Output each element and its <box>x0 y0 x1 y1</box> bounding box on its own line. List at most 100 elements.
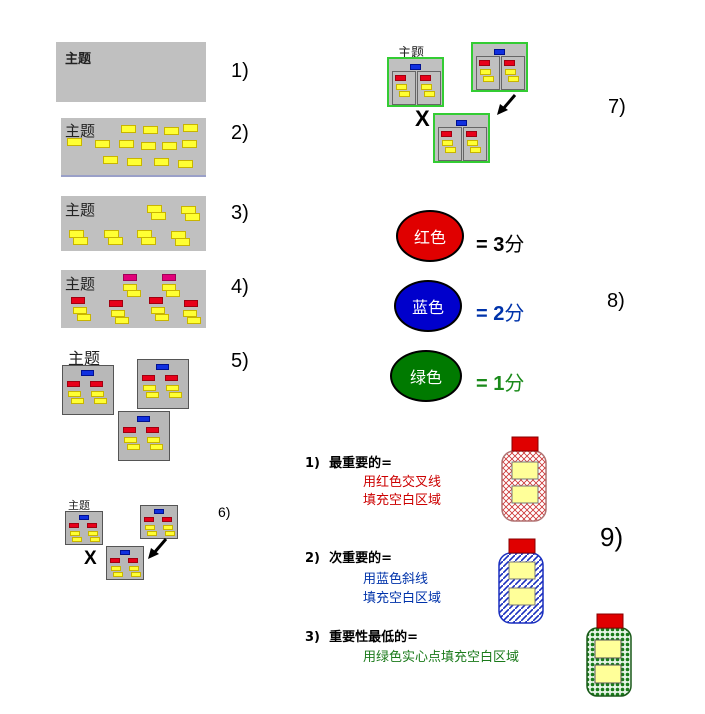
blue-score: = 2分 <box>476 297 524 326</box>
note <box>150 444 163 450</box>
red-score: = 3分 <box>476 228 524 257</box>
group-box <box>65 511 103 545</box>
red-crosshatch-stack <box>501 436 547 522</box>
equals-sign: = <box>476 373 494 395</box>
points: 3 <box>493 234 505 256</box>
note <box>185 213 200 221</box>
panel-title: 主题 <box>65 52 92 67</box>
priority-2-heading: 2) 次重要的= <box>305 547 392 566</box>
header-card <box>154 509 164 514</box>
note <box>94 398 107 404</box>
green-dotted-stack <box>586 613 632 697</box>
step4-panel: 主题 <box>61 270 206 328</box>
note <box>470 147 481 153</box>
equals-sign: = <box>476 234 494 256</box>
note <box>127 290 141 297</box>
unit: 分 <box>504 371 525 395</box>
note <box>508 76 519 82</box>
category-card <box>504 60 515 66</box>
note <box>166 290 180 297</box>
note <box>183 124 198 132</box>
unit: 分 <box>504 232 525 256</box>
note <box>165 531 175 536</box>
header-card <box>81 370 94 376</box>
step3-panel: 主题 <box>61 196 206 251</box>
subgroup <box>417 71 441 105</box>
note <box>151 307 165 314</box>
points: 2 <box>493 303 505 325</box>
group-box <box>106 546 144 580</box>
note <box>163 525 173 530</box>
note <box>424 91 435 97</box>
header-card <box>456 120 467 126</box>
note <box>73 307 87 314</box>
header-card <box>156 364 169 370</box>
priority-2-line2: 填充空白区域 <box>363 591 442 606</box>
note <box>88 531 98 536</box>
note <box>73 237 88 245</box>
priority-3-line1: 用绿色实心点填充空白区域 <box>363 650 520 665</box>
step1-panel: 主题 <box>56 42 206 102</box>
step-label-1: 1) <box>231 60 249 82</box>
note <box>111 310 125 317</box>
note <box>164 127 179 135</box>
note <box>467 140 478 146</box>
note <box>131 572 141 577</box>
category-card <box>395 75 406 81</box>
green-score: = 1分 <box>476 367 524 396</box>
circle-label: 红色 <box>413 228 446 247</box>
category-card <box>420 75 431 81</box>
category-card <box>110 558 120 563</box>
arrow-icon <box>497 94 517 115</box>
unit: 分 <box>504 301 525 325</box>
note <box>147 437 160 443</box>
circle-label: 绿色 <box>409 368 442 387</box>
note <box>127 158 142 166</box>
category-card <box>441 131 452 137</box>
category-card <box>123 274 137 281</box>
panel-title: 主题 <box>65 201 96 219</box>
note <box>183 310 197 317</box>
note <box>175 238 190 246</box>
category-card <box>142 375 155 381</box>
step-label-9: 9) <box>600 522 624 552</box>
category-card <box>149 297 163 304</box>
note <box>68 391 81 397</box>
note <box>169 392 182 398</box>
note <box>187 317 201 324</box>
arrow-icon <box>148 538 168 559</box>
step2-panel: 主题 <box>61 118 206 177</box>
priority-1-line1: 用红色交叉线 <box>363 475 442 490</box>
note <box>147 531 157 536</box>
panel-title: 主题 <box>65 122 96 140</box>
note <box>121 125 136 133</box>
subgroup <box>476 56 500 90</box>
category-card <box>87 523 97 528</box>
group-box <box>118 411 170 461</box>
category-card <box>184 300 198 307</box>
circle-label: 蓝色 <box>411 298 444 317</box>
category-card <box>128 558 138 563</box>
priority-index: 3) <box>305 630 320 645</box>
green-circle: 绿色 <box>390 350 462 402</box>
note <box>442 140 453 146</box>
category-card <box>162 517 172 522</box>
category-card <box>466 131 477 137</box>
note <box>151 212 166 220</box>
priority-3-heading: 3) 重要性最低的= <box>305 626 418 645</box>
note <box>145 525 155 530</box>
category-card <box>90 381 103 387</box>
priority-heading: 重要性最低的= <box>329 630 418 645</box>
priority-1-heading: 1) 最重要的= <box>305 452 392 471</box>
note <box>483 76 494 82</box>
subgroup <box>392 71 416 105</box>
priority-index: 2) <box>305 551 320 566</box>
step-label-6: 6) <box>218 504 231 520</box>
note <box>143 126 158 134</box>
category-card <box>69 523 79 528</box>
note <box>421 84 432 90</box>
equals-sign: = <box>476 303 494 325</box>
step-label-4: 4) <box>231 276 249 298</box>
priority-1-line2: 填充空白区域 <box>363 493 442 508</box>
note <box>141 237 156 245</box>
